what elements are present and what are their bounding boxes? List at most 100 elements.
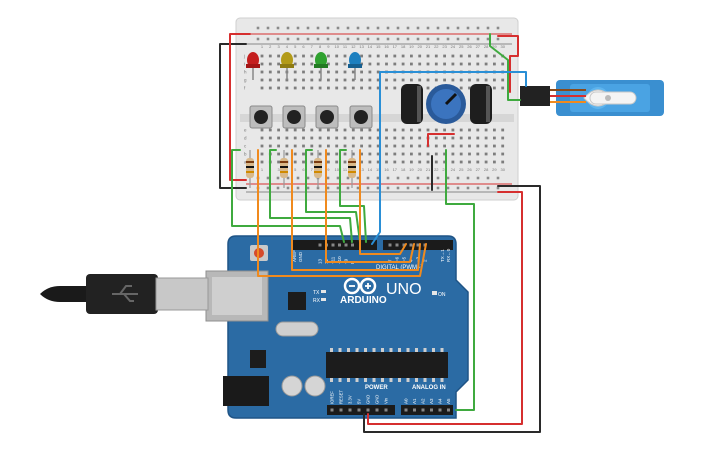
wire-orange-led-2 — [291, 149, 421, 271]
column-number: 25 — [459, 167, 464, 172]
column-number: 3 — [277, 44, 280, 49]
column-number: 1 — [261, 167, 264, 172]
analog-header — [401, 405, 453, 415]
arduino-brand-label: ARDUINO — [340, 295, 387, 306]
tx-label: TX — [313, 290, 320, 296]
potentiometer[interactable] — [426, 84, 466, 124]
column-number: 9 — [327, 167, 330, 172]
wire-green-btn-4 — [339, 149, 367, 243]
gnd-top-label: GND — [298, 251, 303, 262]
wire-gnd-to-arduino — [363, 185, 541, 433]
column-number: 14 — [368, 44, 373, 49]
column-number: 29 — [492, 44, 497, 49]
column-number: 28 — [484, 44, 489, 49]
rx-pin-label: RX←0 — [446, 248, 451, 262]
led-yellow[interactable] — [280, 52, 294, 80]
column-number: 19 — [409, 167, 414, 172]
column-number: 8 — [319, 44, 322, 49]
row-letter: g — [244, 78, 247, 83]
pushbutton-3[interactable] — [315, 105, 339, 129]
column-number: 7 — [311, 167, 314, 172]
rx-label: RX — [313, 298, 321, 304]
analog-label: ANALOG IN — [412, 385, 446, 391]
servo-motor[interactable] — [520, 80, 664, 116]
on-led — [432, 291, 437, 295]
aref-label: AREF — [292, 250, 297, 262]
column-number: 23 — [442, 44, 447, 49]
tx-pin-label: TX→1 — [440, 249, 445, 262]
pin-label: IOREF — [330, 391, 335, 404]
resistor-4[interactable] — [348, 150, 356, 188]
power-label: POWER — [365, 385, 388, 391]
led-red[interactable] — [246, 52, 260, 80]
row-letter: i — [244, 62, 245, 67]
usb-chip — [288, 292, 306, 310]
column-number: 26 — [467, 44, 472, 49]
capacitor-left[interactable] — [401, 84, 423, 124]
column-number: 18 — [401, 44, 406, 49]
digital-label: DIGITAL (PWM~) — [376, 265, 423, 271]
atmega-chip-pins — [330, 348, 444, 382]
wire-5v-to-arduino — [367, 191, 523, 425]
pushbutton-2[interactable] — [282, 105, 306, 129]
pin-label: 3.3V — [348, 395, 353, 404]
column-number: 11 — [343, 167, 348, 172]
pushbutton-1[interactable] — [249, 105, 273, 129]
resistor-1[interactable] — [246, 150, 254, 188]
led-blue[interactable] — [348, 52, 362, 80]
wire-orange-led-3 — [325, 149, 415, 263]
column-number: 6 — [302, 167, 305, 172]
pin-label: A5 — [446, 398, 451, 404]
column-number: 30 — [500, 44, 505, 49]
pin-label: 13 — [318, 258, 323, 264]
column-number: 2 — [269, 44, 272, 49]
column-number: 21 — [426, 44, 431, 49]
column-number: 13 — [359, 167, 364, 172]
column-number: 23 — [442, 167, 447, 172]
pin-label: GND — [375, 395, 380, 404]
wires — [219, 33, 541, 433]
column-number: 22 — [434, 44, 439, 49]
column-number: 10 — [334, 167, 339, 172]
pin-label: Vin — [384, 397, 389, 404]
led-green[interactable] — [314, 52, 328, 80]
column-number: 17 — [393, 167, 398, 172]
column-number: 27 — [476, 167, 481, 172]
breadboard-center-channel — [240, 114, 514, 122]
arduino-uno-board[interactable]: ARDUINO UNO DIGITAL (PWM~) POWER ANALOG … — [205, 235, 469, 419]
column-number: 5 — [294, 44, 297, 49]
column-number: 15 — [376, 44, 381, 49]
column-number: 20 — [417, 44, 422, 49]
column-number: 6 — [302, 44, 305, 49]
pin-label: RESET — [339, 390, 344, 404]
row-letter: d — [244, 136, 247, 141]
column-number: 14 — [368, 167, 373, 172]
column-number: 12 — [351, 44, 356, 49]
crystal — [275, 321, 319, 337]
column-number: 1 — [261, 44, 264, 49]
pin-label: ~5 — [402, 256, 407, 262]
on-led-label: ON — [438, 292, 446, 298]
column-number: 9 — [327, 44, 330, 49]
row-letter: c — [244, 144, 247, 149]
column-number: 30 — [500, 167, 505, 172]
pin-label: ~10 — [337, 256, 342, 264]
wire-5v-right-top — [497, 35, 519, 93]
arduino-logo-icon — [343, 277, 377, 295]
resistor-3[interactable] — [314, 150, 322, 188]
column-number: 4 — [286, 44, 289, 49]
servo-connector — [520, 86, 550, 106]
column-number: 29 — [492, 167, 497, 172]
row-letter: e — [244, 128, 247, 133]
pin-label: A3 — [429, 398, 434, 404]
column-number: 21 — [426, 167, 431, 172]
resistor-2[interactable] — [280, 150, 288, 188]
pushbutton-4[interactable] — [349, 105, 373, 129]
pin-label: 7 — [388, 259, 393, 262]
wire-blue-servo — [371, 71, 527, 245]
capacitor-right[interactable] — [470, 84, 492, 124]
